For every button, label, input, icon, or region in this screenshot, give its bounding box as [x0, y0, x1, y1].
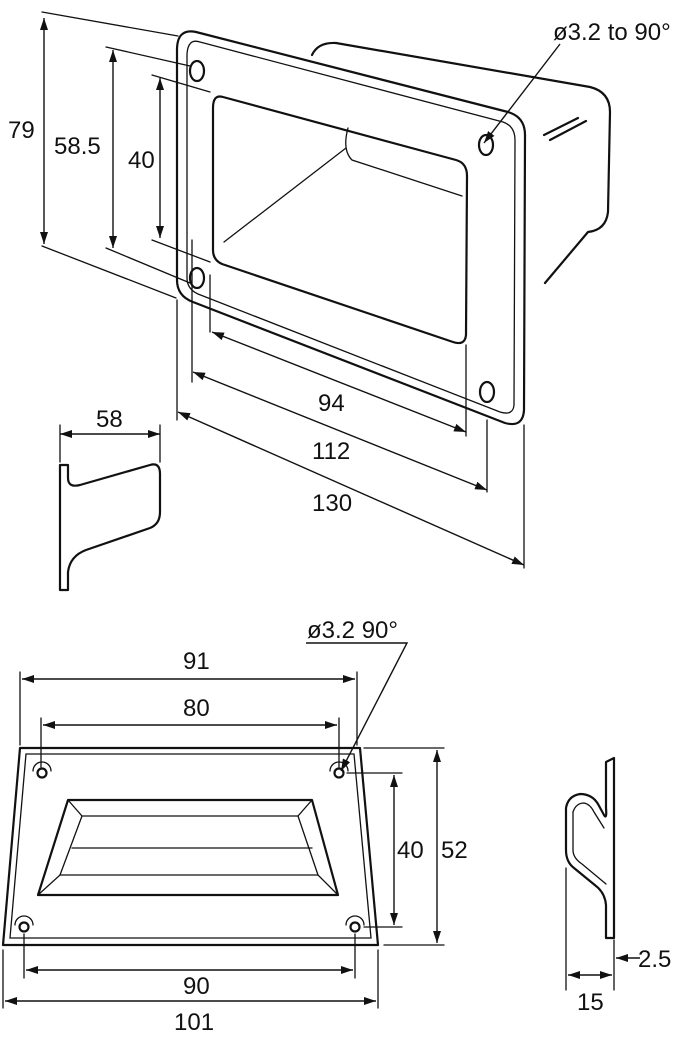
mounting-holes-lower: [14, 761, 365, 933]
dimension-line-94: [211, 331, 467, 433]
label-height-holes-lower: 40: [397, 837, 424, 864]
handle-flange: [175, 30, 527, 426]
label-width-bottom-outer: 101: [174, 1009, 214, 1036]
mounting-hole: [349, 921, 361, 933]
extension-lines-upper: [41, 11, 525, 569]
label-width-bottom-holes: 90: [183, 973, 210, 1000]
dimension-line-130: [177, 411, 525, 566]
label-width-opening: 94: [318, 390, 345, 417]
mounting-hole: [188, 59, 206, 83]
mounting-hole: [333, 767, 345, 779]
label-profile-thickness: 2.5: [638, 946, 671, 973]
side-profile-lower: 15 2.5: [564, 756, 671, 1016]
label-profile-depth: 15: [577, 989, 604, 1016]
label-hole-note-upper: ø3.2 to 90°: [553, 19, 671, 46]
label-width-outer: 130: [312, 490, 352, 517]
label-depth: 58: [96, 406, 123, 433]
mounting-hole: [478, 380, 496, 404]
side-profile-upper: 58: [58, 406, 162, 592]
mounting-hole: [477, 133, 495, 157]
mounting-hole: [18, 921, 30, 933]
label-height-outer: 79: [8, 117, 35, 144]
label-height-outer-lower: 52: [441, 837, 468, 864]
front-recess: [36, 798, 340, 897]
label-width-holes: 112: [312, 438, 350, 465]
extension-lines-lower: [2, 671, 445, 1009]
front-outer-trapezoid: [1, 746, 380, 947]
handle-back-box: [310, 41, 612, 285]
mounting-hole: [36, 767, 48, 779]
upper-perspective-view: 79 58.5 40 94 112 130 ø3.2 to 90° 58: [8, 11, 671, 592]
handle-opening: [211, 95, 469, 345]
label-height-holes: 58.5: [54, 133, 101, 160]
mounting-hole: [188, 266, 206, 290]
label-height-opening: 40: [128, 147, 155, 174]
hole-leader-upper: [483, 43, 561, 144]
label-hole-note-lower: ø3.2 90°: [307, 617, 398, 644]
label-width-top-outer: 91: [183, 648, 210, 675]
lower-front-view: ø3.2 90° 91 80 40 52 90 101 15 2.5: [1, 617, 671, 1036]
label-width-top-holes: 80: [183, 695, 210, 722]
hole-leader-lower: [306, 642, 409, 772]
